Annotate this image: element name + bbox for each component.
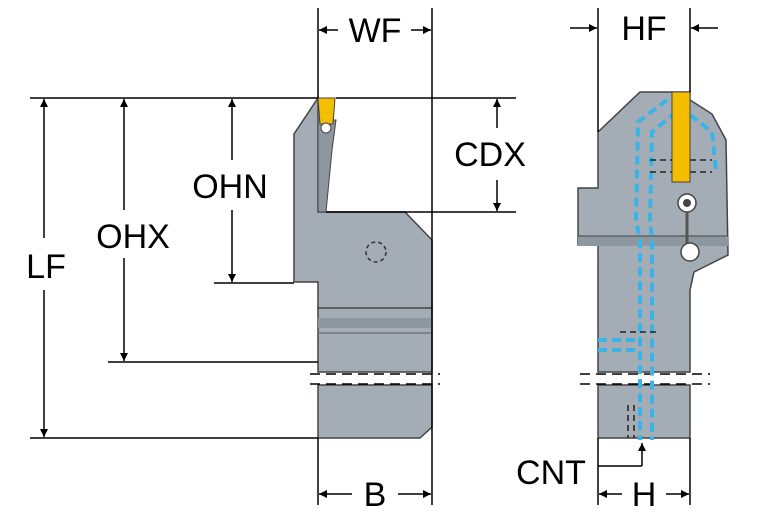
side-view: [293, 95, 440, 439]
coolant-channels: [598, 98, 718, 440]
cdx-label: CDX: [454, 136, 526, 174]
wf-label: WF: [349, 12, 402, 50]
side-view-insert: [317, 97, 336, 125]
front-view-dimensions: HF H CNT: [516, 8, 718, 514]
h-label: H: [632, 476, 657, 514]
hf-label: HF: [621, 10, 666, 48]
ohn-label: OHN: [192, 168, 268, 206]
b-label: B: [364, 476, 387, 514]
side-view-shank-upper: [317, 307, 433, 373]
front-view-insert: [671, 91, 691, 183]
side-view-blade: [317, 119, 337, 213]
ohx-label: OHX: [96, 218, 170, 256]
side-view-head: [293, 95, 433, 311]
side-view-hole: [365, 241, 387, 263]
front-view-shank-lower: [597, 384, 691, 439]
front-view: [577, 91, 729, 440]
side-view-dimensions: WF CDX OHN OHX LF B: [26, 8, 526, 514]
cnt-label: CNT: [516, 454, 586, 492]
side-view-shank-band: [318, 318, 432, 328]
front-view-screw-lower: [680, 242, 700, 262]
lf-label: LF: [26, 248, 66, 286]
side-view-shank-lower: [317, 384, 433, 439]
